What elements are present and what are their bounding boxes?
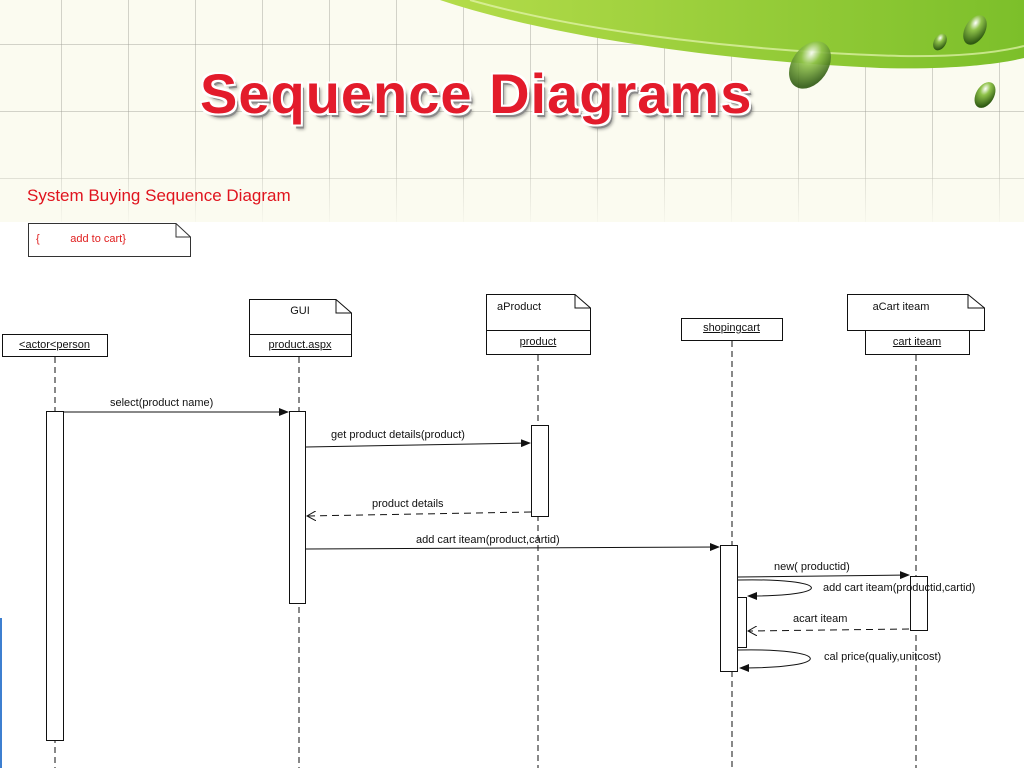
lifeline-head-cartitem — [847, 294, 985, 355]
lifeline-head-label-cartitem: aCart iteam — [872, 301, 930, 313]
activation-bars — [46, 411, 928, 741]
lifeline-head-label-gui: GUI — [290, 305, 310, 317]
messages — [64, 408, 910, 672]
lifeline-instance-actor: <actor<person — [19, 339, 90, 351]
message-arrow-2 — [305, 439, 531, 448]
header-fade — [0, 150, 1024, 222]
lifeline-head-cart — [681, 318, 783, 341]
lifeline-head-gui — [249, 299, 352, 357]
lifeline-instance-gui: product.aspx — [268, 339, 332, 351]
left-edge-accent — [0, 618, 2, 768]
lifeline-head-actor — [2, 334, 108, 357]
activation-cartitem — [910, 576, 928, 631]
lifeline-instance-cart: shopingcart — [703, 322, 760, 334]
message-label-8: cal price(qualiy,unitcost) — [824, 651, 942, 663]
lifeline-instance-cartitem: cart iteam — [892, 336, 942, 348]
note-text: { add to cart} — [36, 233, 126, 245]
activation-product — [531, 425, 549, 517]
message-label-2: get product details(product) — [331, 429, 465, 441]
water-drops-decoration — [789, 15, 996, 108]
message-arrow-8 — [737, 649, 811, 672]
lifeline-head-product — [486, 294, 591, 355]
message-label-4: add cart iteam(product,cartid) — [416, 534, 560, 546]
message-label-7: acart iteam — [793, 613, 848, 625]
message-arrow-5 — [737, 571, 910, 580]
message-label-6: add cart iteam(productid,cartid) — [823, 582, 976, 594]
message-arrow-4 — [305, 543, 720, 552]
note-shape — [28, 223, 191, 257]
message-arrow-3 — [307, 512, 532, 516]
lifeline-head-label-product: aProduct — [496, 301, 542, 313]
activation-cart-nested — [737, 597, 747, 648]
slide-title: Sequence Diagrams — [200, 62, 753, 125]
diagram-subtitle: System Buying Sequence Diagram — [27, 186, 291, 205]
activation-actor — [46, 411, 64, 741]
lifeline-instance-product: product — [519, 336, 557, 348]
message-label-1: select(product name) — [110, 397, 214, 409]
message-arrow-6 — [737, 579, 812, 600]
activation-gui — [289, 411, 306, 604]
activation-cart — [720, 545, 738, 672]
message-arrow-7 — [748, 629, 910, 631]
message-label-3: product details — [372, 498, 444, 510]
message-label-5: new( productid) — [774, 561, 850, 573]
